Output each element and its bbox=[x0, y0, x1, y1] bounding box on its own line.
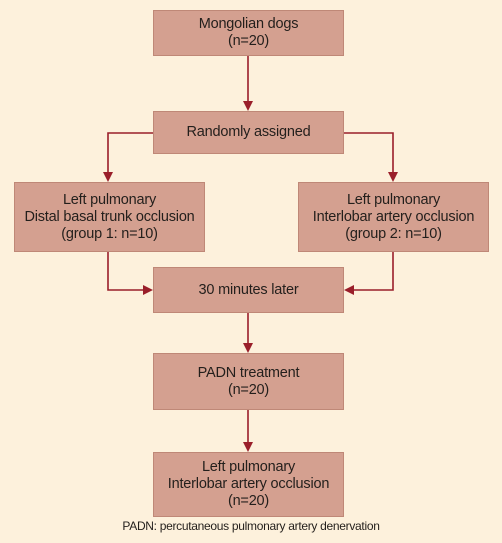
box-group1-line2: Distal basal trunk occlusion bbox=[24, 208, 195, 225]
arrow-assign-to-group1 bbox=[103, 132, 153, 182]
box-padn-line2: (n=20) bbox=[227, 381, 270, 398]
box-group2-line2: Interlobar artery occlusion bbox=[312, 208, 475, 225]
arrow-group1-to-wait bbox=[107, 252, 153, 295]
box-group1-line1: Left pulmonary bbox=[62, 191, 157, 208]
box-final-line1: Left pulmonary bbox=[201, 459, 296, 475]
box-padn-line1: PADN treatment bbox=[197, 364, 300, 381]
box-assign-line1: Randomly assigned bbox=[186, 124, 311, 140]
box-30-minutes-later: 30 minutes later bbox=[153, 267, 344, 313]
box-final-occlusion: Left pulmonary Interlobar artery occlusi… bbox=[153, 452, 344, 517]
box-final-line2: Interlobar artery occlusion bbox=[167, 476, 330, 492]
arrow-assign-to-group2 bbox=[344, 132, 398, 182]
box-padn-treatment: PADN treatment (n=20) bbox=[153, 353, 344, 410]
box-randomly-assigned: Randomly assigned bbox=[153, 111, 344, 154]
box-group1-line3: (group 1: n=10) bbox=[61, 225, 158, 242]
box-wait-line1: 30 minutes later bbox=[198, 281, 299, 298]
box-group2-line1: Left pulmonary bbox=[346, 191, 441, 208]
box-mongolian-dogs: Mongolian dogs (n=20) bbox=[153, 10, 344, 56]
box-start-line2: (n=20) bbox=[227, 33, 270, 49]
box-group-2: Left pulmonary Interlobar artery occlusi… bbox=[298, 182, 489, 252]
box-final-line3: (n=20) bbox=[227, 493, 270, 509]
box-group-1: Left pulmonary Distal basal trunk occlus… bbox=[14, 182, 205, 252]
footnote: PADN: percutaneous pulmonary artery dene… bbox=[122, 519, 380, 533]
arrow-group2-to-wait bbox=[344, 252, 394, 295]
box-start-line1: Mongolian dogs bbox=[198, 16, 299, 32]
box-group2-line3: (group 2: n=10) bbox=[345, 225, 442, 242]
